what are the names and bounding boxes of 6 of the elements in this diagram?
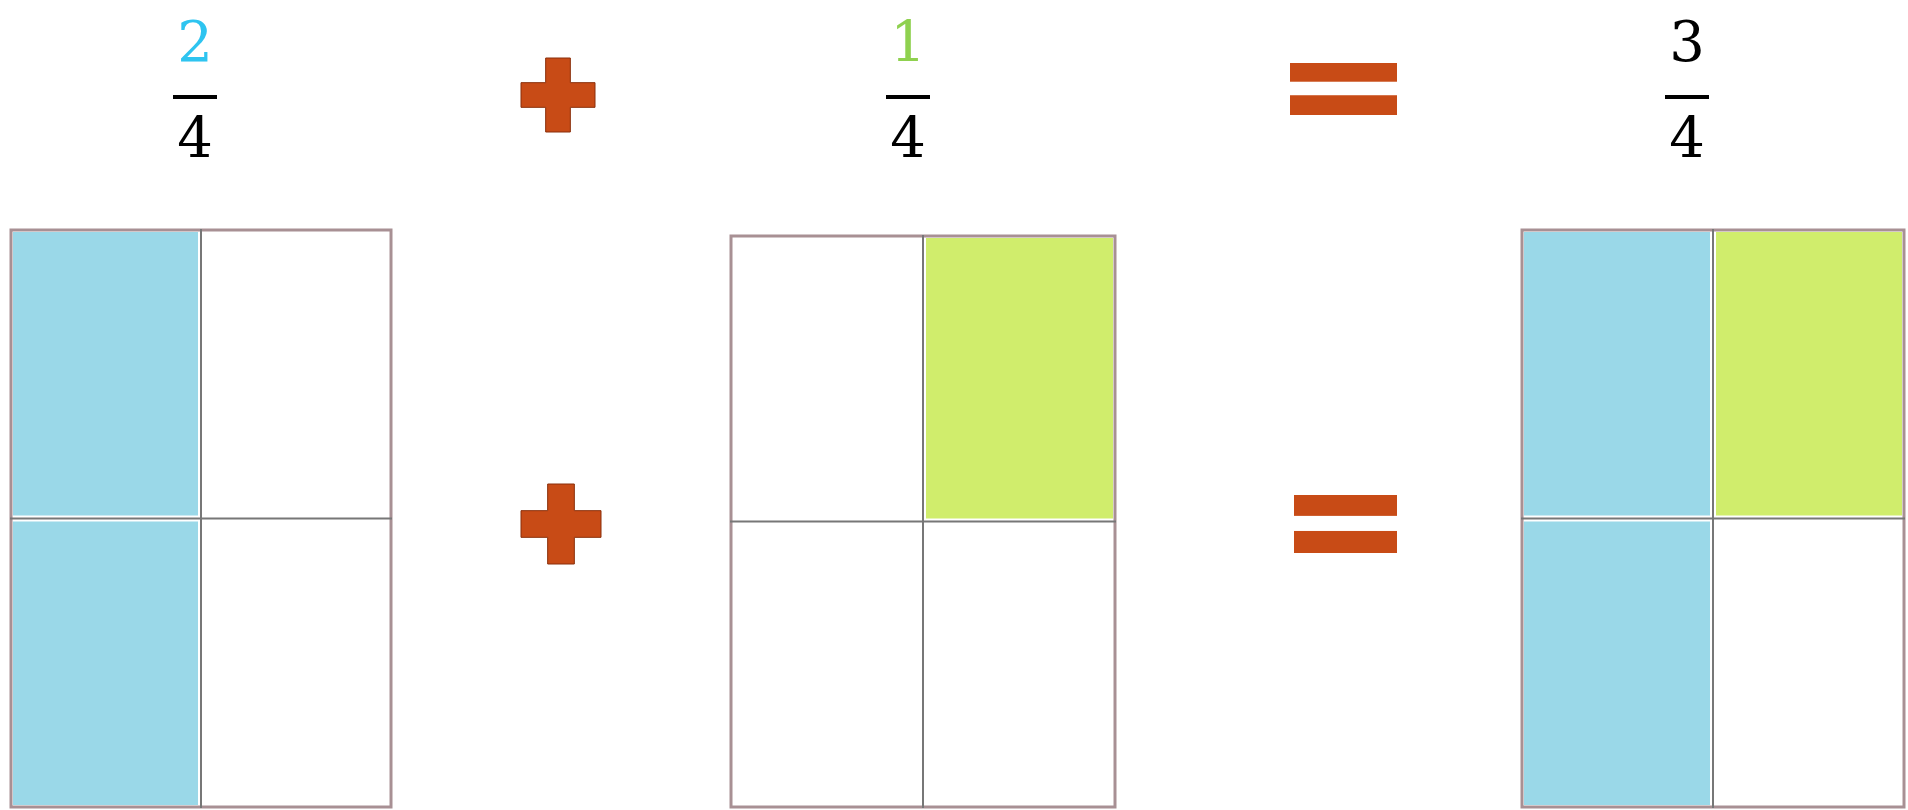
denominator: 4 — [176, 110, 214, 166]
denominator: 4 — [1668, 110, 1706, 166]
numerator: 2 — [176, 14, 214, 70]
numerator: 3 — [1668, 14, 1706, 70]
denominator: 4 — [889, 110, 927, 166]
numerator: 1 — [889, 14, 927, 70]
